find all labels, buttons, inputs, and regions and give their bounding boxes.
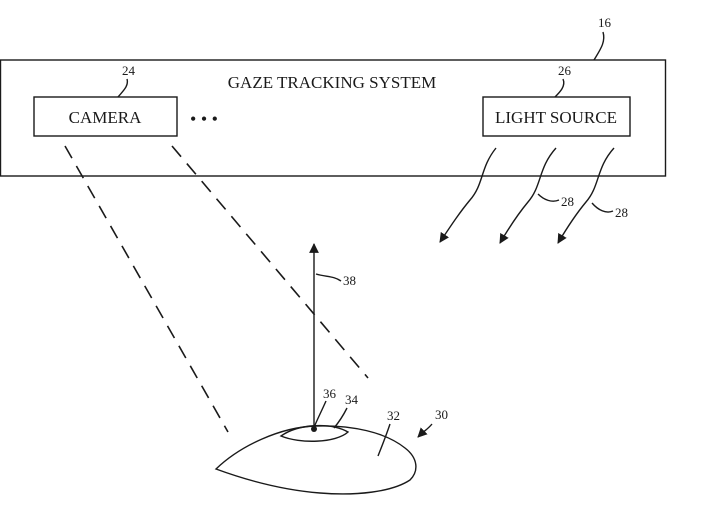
camera-fov-right	[171, 145, 369, 379]
camera-box	[33, 96, 178, 137]
glint-leader	[314, 400, 327, 426]
cornea-leader	[377, 423, 391, 457]
system-leader	[593, 31, 605, 61]
light-ray-ref-a: 28	[561, 194, 574, 209]
gaze-vector-leader	[315, 273, 342, 282]
light-ray-3	[557, 147, 615, 244]
light-ray-leader-a	[537, 193, 560, 202]
camera-ref: 24	[122, 63, 136, 78]
light-ray-ref-b: 28	[615, 205, 628, 220]
glint-ref: 36	[323, 386, 337, 401]
eye-ref-arrow	[417, 423, 433, 438]
light-source-box	[482, 96, 631, 137]
light-ray-2	[499, 147, 557, 244]
gaze-tracking-system-box	[0, 59, 667, 177]
gaze-vector-ref: 38	[343, 273, 356, 288]
ellipsis: • • •	[190, 109, 218, 129]
system-ref: 16	[598, 15, 612, 30]
light-source-leader	[554, 78, 565, 98]
light-ray-1	[439, 147, 497, 243]
pupil-ref: 34	[345, 392, 359, 407]
camera-label: CAMERA	[69, 108, 142, 127]
light-source-label: LIGHT SOURCE	[495, 108, 617, 127]
light-source-ref: 26	[558, 63, 572, 78]
eye-pupil	[279, 424, 350, 442]
eye-glint	[311, 426, 317, 432]
pupil-leader	[333, 407, 348, 429]
cornea-ref: 32	[387, 408, 400, 423]
camera-fov-left	[64, 145, 229, 433]
light-ray-leader-b	[591, 202, 614, 213]
system-title: GAZE TRACKING SYSTEM	[228, 73, 436, 92]
eye-ref: 30	[435, 407, 448, 422]
camera-leader	[117, 78, 129, 98]
